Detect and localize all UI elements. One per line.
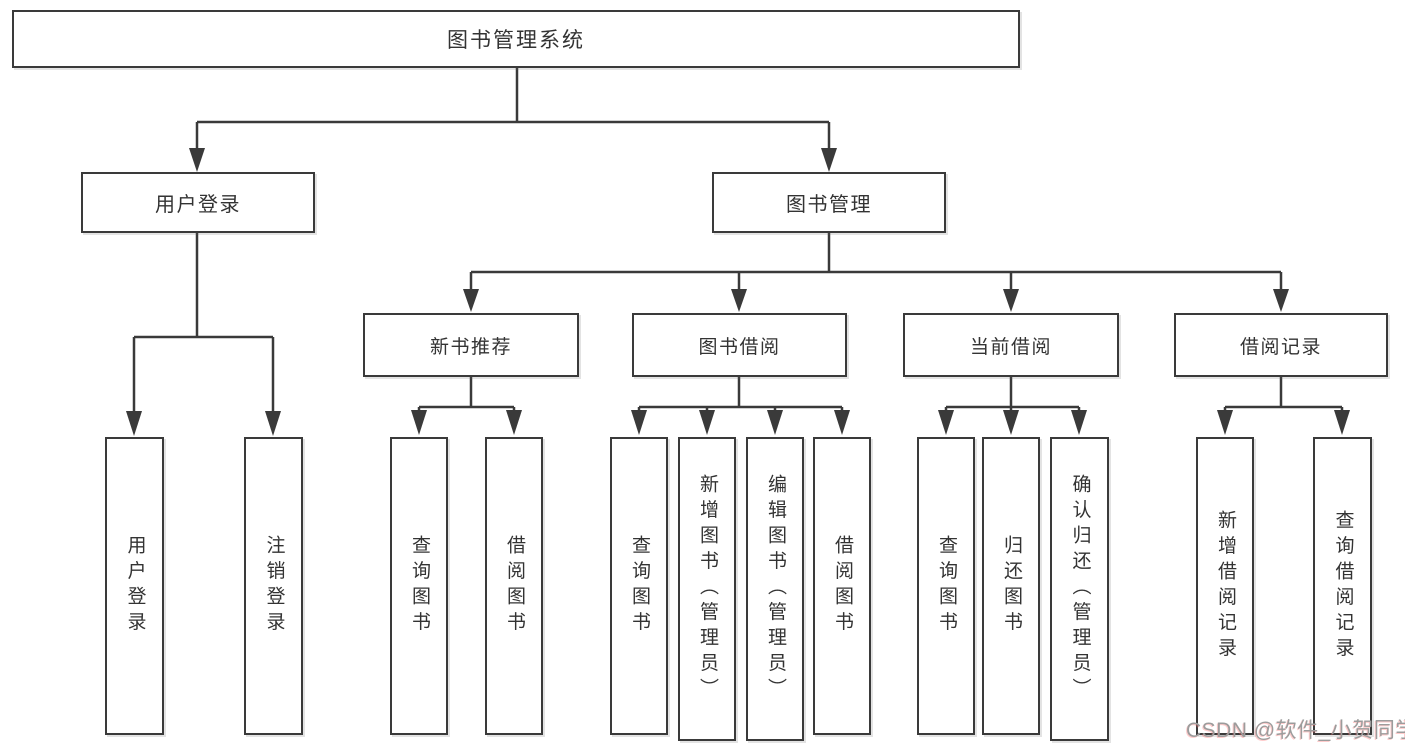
node-label: 新增图书（管理员） <box>696 474 718 704</box>
node-label: 归还图书 <box>1000 535 1022 637</box>
node-label: 图书管理 <box>786 194 872 216</box>
node-label: 编辑图书（管理员） <box>764 474 786 704</box>
leaf-add-borrow-record: 新增借阅记录 <box>1196 437 1254 735</box>
leaf-borrow-books: 借阅图书 <box>485 437 543 735</box>
csdn-watermark: CSDN @软件_小贺同学 <box>1186 719 1405 742</box>
node-label: 借阅图书 <box>503 535 525 637</box>
node-label: 图书借阅 <box>698 336 781 358</box>
node-new-book-recommendation: 新书推荐 <box>363 313 579 377</box>
node-label: 查询借阅记录 <box>1332 509 1354 663</box>
node-user-login: 用户登录 <box>81 172 315 233</box>
node-book-borrowing: 图书借阅 <box>632 313 847 377</box>
node-label: 用户登录 <box>155 194 241 216</box>
leaf-edit-books-admin: 编辑图书（管理员） <box>746 437 804 741</box>
node-label: 确认归还（管理员） <box>1069 474 1091 704</box>
leaf-query-books: 查询图书 <box>390 437 448 735</box>
leaf-return-books: 归还图书 <box>982 437 1040 735</box>
node-label: 新书推荐 <box>429 336 512 358</box>
node-current-borrowing: 当前借阅 <box>903 313 1119 377</box>
node-book-management: 图书管理 <box>712 172 946 233</box>
leaf-logout: 注销登录 <box>244 437 303 735</box>
node-label: 新增借阅记录 <box>1214 509 1236 663</box>
node-label: 当前借阅 <box>969 336 1052 358</box>
node-library-management-system: 图书管理系统 <box>12 10 1020 68</box>
node-label: 借阅记录 <box>1239 336 1322 358</box>
leaf-borrow-books: 借阅图书 <box>813 437 871 735</box>
node-label: 查询图书 <box>935 535 957 637</box>
node-label: 注销登录 <box>263 535 285 637</box>
node-label: 查询图书 <box>628 535 650 637</box>
leaf-add-books-admin: 新增图书（管理员） <box>678 437 736 741</box>
node-label: 借阅图书 <box>831 535 853 637</box>
leaf-user-login: 用户登录 <box>105 437 164 735</box>
leaf-query-books: 查询图书 <box>610 437 668 735</box>
node-label: 查询图书 <box>408 535 430 637</box>
node-borrowing-records: 借阅记录 <box>1174 313 1388 377</box>
node-label: 用户登录 <box>124 535 146 637</box>
leaf-query-borrow-record: 查询借阅记录 <box>1313 437 1372 735</box>
leaf-query-books: 查询图书 <box>917 437 975 735</box>
leaf-confirm-return-admin: 确认归还（管理员） <box>1050 437 1109 741</box>
node-label: 图书管理系统 <box>447 29 585 52</box>
